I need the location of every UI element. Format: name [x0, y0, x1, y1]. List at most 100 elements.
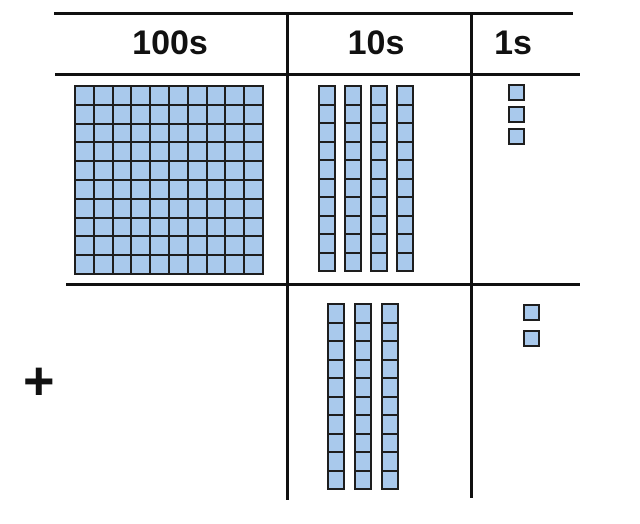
tens-ones-divider — [470, 12, 473, 498]
unit-cell — [76, 256, 93, 273]
unit-cell — [113, 237, 131, 255]
unit-cell — [169, 87, 187, 104]
unit-cell — [320, 142, 334, 159]
unit-cell — [94, 180, 112, 198]
unit-cell — [113, 105, 131, 123]
unit-cell — [320, 253, 334, 270]
unit-cell — [132, 199, 150, 217]
unit-cell — [329, 471, 343, 488]
unit-cell — [383, 305, 397, 322]
unit-cell — [132, 218, 150, 236]
unit-cell — [226, 87, 244, 104]
unit-cell — [113, 218, 131, 236]
unit-cell — [320, 124, 334, 141]
unit-cell — [151, 256, 168, 273]
unit-cell — [169, 256, 187, 273]
unit-cell — [346, 105, 360, 122]
unit-cell — [113, 124, 131, 142]
unit-cell — [320, 87, 334, 104]
header-separator-line — [55, 73, 580, 76]
unit-cell — [245, 218, 262, 236]
unit-cell — [398, 235, 412, 252]
plus-operator: + — [23, 351, 55, 411]
unit-cell — [151, 237, 168, 255]
hundreds-tens-divider — [286, 12, 289, 500]
one-unit-block — [508, 84, 525, 101]
column-header-tens: 10s — [347, 24, 405, 62]
row1-ones-units — [508, 84, 525, 145]
one-unit-block — [508, 106, 525, 123]
unit-cell — [372, 235, 386, 252]
unit-cell — [226, 124, 244, 142]
unit-cell — [188, 124, 206, 142]
unit-cell — [169, 218, 187, 236]
unit-cell — [226, 237, 244, 255]
unit-cell — [94, 87, 112, 104]
unit-cell — [226, 180, 244, 198]
row1-tens-rods — [318, 85, 414, 272]
unit-cell — [320, 198, 334, 215]
unit-cell — [207, 256, 225, 273]
unit-cell — [245, 162, 262, 179]
unit-cell — [245, 87, 262, 104]
unit-cell — [372, 179, 386, 196]
unit-cell — [245, 180, 262, 198]
unit-cell — [207, 87, 225, 104]
one-unit-block — [523, 304, 540, 321]
hundred-flat-block — [74, 85, 264, 275]
unit-cell — [329, 342, 343, 359]
unit-cell — [169, 199, 187, 217]
unit-cell — [320, 105, 334, 122]
unit-cell — [398, 253, 412, 270]
unit-cell — [132, 87, 150, 104]
unit-cell — [207, 237, 225, 255]
unit-cell — [320, 216, 334, 233]
unit-cell — [226, 199, 244, 217]
unit-cell — [113, 87, 131, 104]
unit-cell — [329, 305, 343, 322]
unit-cell — [188, 218, 206, 236]
unit-cell — [113, 256, 131, 273]
unit-cell — [169, 143, 187, 161]
unit-cell — [151, 218, 168, 236]
unit-cell — [207, 199, 225, 217]
unit-cell — [151, 105, 168, 123]
unit-cell — [226, 256, 244, 273]
unit-cell — [94, 162, 112, 179]
unit-cell — [329, 416, 343, 433]
unit-cell — [356, 416, 370, 433]
unit-cell — [356, 305, 370, 322]
unit-cell — [383, 379, 397, 396]
unit-cell — [398, 198, 412, 215]
unit-cell — [320, 235, 334, 252]
unit-cell — [346, 198, 360, 215]
unit-cell — [188, 180, 206, 198]
unit-cell — [207, 124, 225, 142]
unit-cell — [94, 199, 112, 217]
unit-cell — [356, 434, 370, 451]
unit-cell — [151, 162, 168, 179]
unit-cell — [346, 161, 360, 178]
unit-cell — [151, 199, 168, 217]
unit-cell — [398, 179, 412, 196]
unit-cell — [226, 105, 244, 123]
unit-cell — [188, 162, 206, 179]
unit-cell — [207, 162, 225, 179]
unit-cell — [320, 161, 334, 178]
unit-cell — [188, 143, 206, 161]
ten-rod-block — [396, 85, 414, 272]
unit-cell — [188, 87, 206, 104]
unit-cell — [346, 216, 360, 233]
unit-cell — [151, 180, 168, 198]
unit-cell — [383, 323, 397, 340]
unit-cell — [207, 218, 225, 236]
unit-cell — [245, 237, 262, 255]
row2-ones-units — [523, 304, 540, 347]
unit-cell — [188, 256, 206, 273]
unit-cell — [329, 434, 343, 451]
unit-cell — [113, 199, 131, 217]
unit-cell — [151, 87, 168, 104]
unit-cell — [372, 105, 386, 122]
unit-cell — [132, 256, 150, 273]
unit-cell — [188, 199, 206, 217]
